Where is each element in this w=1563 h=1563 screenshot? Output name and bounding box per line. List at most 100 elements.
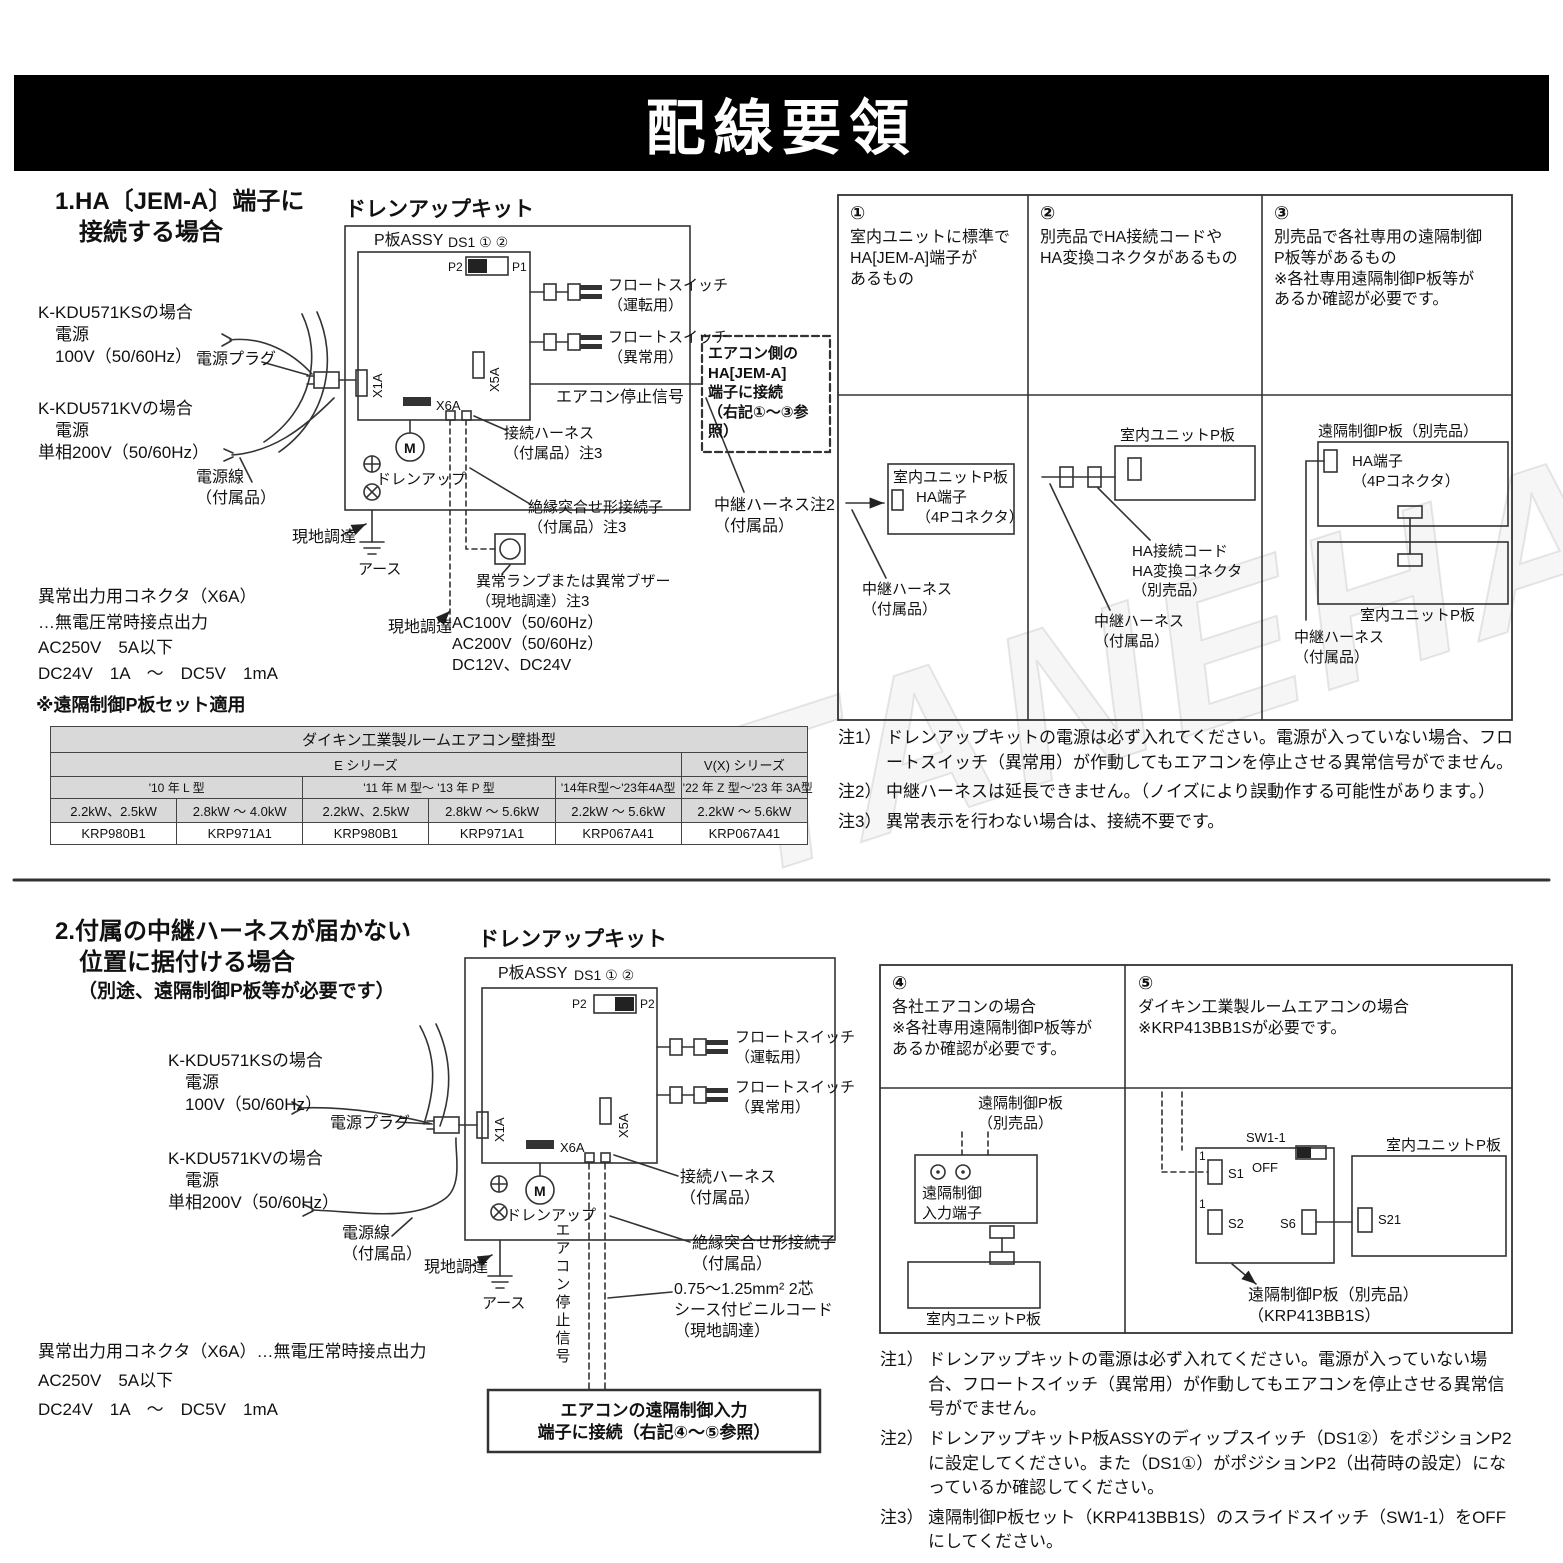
table-capacity-row: 2.2kW、2.5kW 2.8kW ～ 4.0kW 2.2kW、2.5kW 2.…	[49, 798, 809, 823]
conn-harness-label: 接続ハーネス （付属品）注3	[504, 425, 603, 462]
capacity-cell: 2.2kW、2.5kW	[49, 798, 178, 823]
note-text: 異常表示を行わない場合は、接続不要です。	[886, 811, 1225, 831]
panel-item-3-num: ③	[1274, 203, 1290, 223]
note-row: 注3） 遠隔制御P板セット（KRP413BB1S）のスライドスイッチ（SW1-1…	[880, 1506, 1514, 1555]
ha-connect-note: エアコン側の HA[JEM-A] 端子に接続 （右記①～③参照）	[708, 345, 809, 440]
earth-terminal-icons	[363, 455, 381, 501]
note-label: 注1）	[838, 728, 882, 747]
slide-switch-icon	[1295, 1145, 1327, 1160]
s6-label: S6	[1280, 1216, 1296, 1231]
note-row: 注2） 中継ハーネスは延長できません。（ノイズにより誤動作する可能性があります。…	[838, 780, 1516, 805]
panel-item-5-num: ⑤	[1138, 973, 1154, 993]
section1-heading: 1.HA〔JEM-A〕端子に 接続する場合	[55, 188, 305, 247]
power-cord-label: 電源線 （付属品）	[196, 469, 277, 507]
voltage-list: AC100V（50/60Hz） AC200V（50/60Hz） DC12V、DC…	[452, 615, 604, 674]
stop-signal-label: エアコン停止信号	[556, 389, 685, 406]
note-text: ドレンアップキットP板ASSYのディップスイッチ（DS1②）をポジションP2に設…	[928, 1428, 1512, 1498]
float-switch-err-icon-2	[656, 1086, 728, 1104]
page-title-bar: 配線要領	[14, 75, 1549, 171]
x6a-spec: 異常出力用コネクタ（X6A） …無電圧常時接点出力 AC250V 5A以下 DC…	[38, 587, 278, 683]
float-switch-err-icon	[529, 333, 602, 351]
power-plug-label: 電源プラグ	[196, 351, 277, 368]
lamp-icon	[494, 533, 526, 565]
dip-p1-label: P1	[512, 260, 527, 274]
stop-signal-vertical-label: エアコン停止信号	[553, 1222, 571, 1366]
note-text: ドレンアップキットの電源は必ず入れてください。電源が入っていない場合、フロートス…	[928, 1350, 1505, 1419]
part-cell: KRP980B1	[302, 822, 430, 845]
kdu571ks-label: K-KDU571KSの場合 電源 100V（50/60Hz）	[168, 1051, 323, 1115]
relay-harness-label: 中継ハーネス （付属品）	[862, 581, 953, 618]
float-switch-run-icon-2	[656, 1038, 728, 1056]
dip-p2-label: P2	[448, 260, 463, 274]
part-cell: KRP067A41	[680, 822, 809, 845]
float-switch-err-label: フロートスイッチ （異常用）	[608, 329, 729, 366]
page-title: 配線要領	[645, 94, 918, 162]
table-series-row: E シリーズ V(X) シリーズ	[50, 752, 809, 777]
s2-label: S2	[1228, 1216, 1244, 1231]
ground-icon-2	[487, 1239, 513, 1289]
capacity-cell: 2.8kW ～ 4.0kW	[176, 798, 304, 823]
ha-terminal-label: HA端子 （4Pコネクタ）	[916, 489, 1024, 526]
dip-p2-label: P2	[572, 997, 587, 1011]
unit-pboard-label: 室内ユニットP板	[926, 1311, 1042, 1328]
note-text: ドレンアップキットの電源は必ず入れてください。電源が入っていない場合、フロートス…	[886, 728, 1514, 772]
note-row: 注2） ドレンアップキットP板ASSYのディップスイッチ（DS1②）をポジション…	[880, 1427, 1514, 1501]
section1-notes: 注1） ドレンアップキットの電源は必ず入れてください。電源が入っていない場合、フ…	[838, 726, 1516, 840]
table-model-row: '10 年 L 型 '11 年 M 型～ '13 年 P 型 '14年R型～'2…	[49, 776, 813, 799]
part-cell: KRP971A1	[428, 822, 556, 845]
splice-connector-label: 絶縁突合せ形接続子 （付属品）注3	[528, 499, 664, 536]
unit-pboard-label: 室内ユニットP板	[1386, 1137, 1502, 1154]
table-part-row: KRP980B1 KRP971A1 KRP980B1 KRP971A1 KRP0…	[49, 822, 809, 845]
earth-terminal-icons-2	[490, 1175, 508, 1221]
dip-p2-label: P2	[640, 997, 655, 1011]
field-supply-label: 現地調達	[424, 1259, 489, 1276]
unit-pboard-label: 室内ユニットP板	[1120, 427, 1236, 444]
x6a-spec: 異常出力用コネクタ（X6A）…無電圧常時接点出力 AC250V 5A以下 DC2…	[38, 1342, 427, 1419]
x5a-label: X5A	[616, 1113, 631, 1138]
note-label: 注3）	[880, 1507, 924, 1527]
series-e-cell: E シリーズ	[50, 752, 682, 777]
table-title-row: ダイキン工業製ルームエアコン壁掛型	[50, 726, 808, 753]
terminal-number-label: 1	[1199, 1197, 1206, 1211]
ha-terminal-label: HA端子 （4Pコネクタ）	[1352, 453, 1460, 490]
x6a-label: X6A	[560, 1140, 585, 1155]
part-cell: KRP980B1	[49, 822, 178, 845]
unit-pboard-label: 室内ユニットP板	[893, 469, 1009, 486]
float-switch-run-label: フロートスイッチ （運転用）	[735, 1029, 856, 1066]
x1a-label: X1A	[492, 1117, 507, 1142]
remote-pboard-label: 遠隔制御P板（別売品） （KRP413BB1S）	[1248, 1287, 1419, 1325]
conn-harness-label: 接続ハーネス （付属品）	[680, 1169, 777, 1207]
capacity-cell: 2.8kW ～ 5.6kW	[428, 798, 556, 823]
vinyl-cord-spec: 0.75～1.25mm² 2芯 シース付ビニルコード （現地調達）	[674, 1281, 833, 1340]
note-row: 注3） 異常表示を行わない場合は、接続不要です。	[838, 810, 1516, 835]
motor-m-label: M	[534, 1183, 546, 1199]
abnormal-lamp-label: 異常ランプまたは異常ブザー （現地調達）注3	[476, 573, 671, 610]
table-title: ダイキン工業製ルームエアコン壁掛型	[50, 726, 808, 753]
panel-item-5-desc: ダイキン工業製ルームエアコンの場合 ※KRP413BB1Sが必要です。	[1138, 999, 1410, 1037]
x1a-label: X1A	[370, 373, 385, 398]
splice-connector-label: 絶縁突合せ形接続子 （付属品）	[692, 1235, 837, 1273]
note-row: 注1） ドレンアップキットの電源は必ず入れてください。電源が入っていない場合、フ…	[880, 1348, 1514, 1422]
part-cell: KRP067A41	[554, 822, 682, 845]
off-label: OFF	[1252, 1160, 1278, 1175]
power-plug-label: 電源プラグ	[330, 1115, 411, 1132]
motor-icon	[395, 419, 425, 462]
x5a-label: X5A	[487, 367, 502, 392]
note-label: 注1）	[880, 1350, 924, 1369]
field-supply-label: 現地調達	[388, 619, 453, 636]
note-label: 注3）	[838, 811, 882, 831]
model-cell: '11 年 M 型～ '13 年 P 型	[302, 776, 556, 799]
relay-harness-label: 中継ハーネス注2 （付属品）	[714, 497, 835, 535]
terminal-number-label: 1	[1199, 1149, 1206, 1163]
panel-item-3-desc: 別売品で各社専用の遠隔制御 P板等があるもの ※各社専用遠隔制御P板等が あるか…	[1274, 229, 1483, 309]
remote-pboard-label: 遠隔制御P板 （別売品）	[978, 1095, 1064, 1132]
note-text: 遠隔制御P板セット（KRP413BB1S）のスライドスイッチ（SW1-1）をOF…	[928, 1507, 1507, 1552]
s1-label: S1	[1228, 1166, 1244, 1181]
sw1-1-label: SW1-1	[1246, 1130, 1286, 1145]
pboard-assy-label: P板ASSY	[498, 965, 568, 982]
motor-icon-2	[525, 1162, 555, 1205]
drainup-label: ドレンアップ	[376, 471, 467, 488]
dip-switch-icon	[465, 256, 509, 276]
section2-subheading: （別途、遠隔制御P板等が必要です）	[78, 981, 395, 1002]
